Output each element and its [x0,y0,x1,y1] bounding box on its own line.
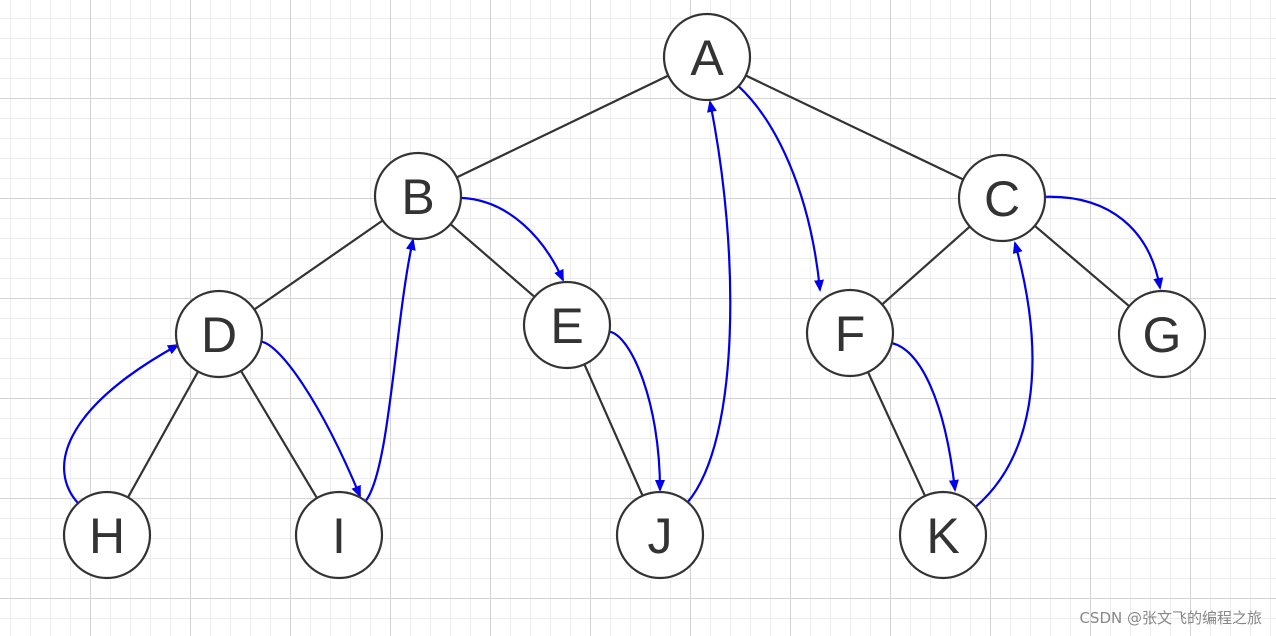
traversal-arrow-k-c [974,241,1034,508]
node-label: B [401,169,434,225]
node-circle [522,280,612,370]
node-circle [957,153,1047,243]
tree-edge-a-b [456,74,669,179]
node-circle [1117,289,1207,379]
node-d: D [174,289,264,379]
node-circle [805,288,895,378]
node-k: K [898,490,988,580]
node-label: H [89,508,125,564]
node-i: I [294,490,384,580]
node-label: A [690,30,724,86]
node-label: F [835,306,866,362]
node-label: I [332,508,346,564]
tree-edge-c-g [1034,225,1130,307]
node-b: B [373,151,463,241]
traversal-arrow-j-a [686,100,732,503]
tree-edge-f-k [866,371,927,497]
tree-edge-a-c [745,74,964,181]
node-g: G [1117,289,1207,379]
node-label: D [201,307,237,363]
traversal-arrow-c-g [1044,195,1164,290]
node-a: A [662,12,752,102]
node-label: E [550,298,583,354]
node-h: H [62,490,152,580]
traversal-arrow-b-e [460,196,565,282]
tree-nodes: A B C D E F G H I J K [62,12,1207,580]
tree-edge-b-e [449,223,536,298]
tree-edge-b-d [253,219,384,311]
traversal-arrow-h-d [63,344,180,504]
node-label: G [1143,307,1182,363]
node-j: J [615,490,705,580]
tree-edge-d-h [126,371,200,498]
traversal-arrow-e-j [609,330,665,492]
tree-edge-c-f [881,225,971,306]
traversal-arrow-f-k [891,342,959,492]
node-circle [294,490,384,580]
traversal-arrow-i-b [364,238,416,502]
node-circle [62,490,152,580]
node-circle [662,12,752,102]
tree-edge-e-j [583,363,644,497]
traversal-arrow-a-f [737,85,824,292]
traversal-arrow-d-i [260,340,362,498]
traversal-arrows [63,85,1164,508]
node-circle [174,289,264,379]
node-label: K [926,508,959,564]
node-c: C [957,153,1047,243]
node-label: C [984,171,1020,227]
tree-edge-d-i [240,370,318,499]
watermark: CSDN @张文飞的编程之旅 [1079,609,1262,627]
tree-edges [126,74,1130,499]
node-e: E [522,280,612,370]
node-circle [615,490,705,580]
node-circle [373,151,463,241]
node-f: F [805,288,895,378]
node-circle [898,490,988,580]
node-label: J [648,508,673,564]
